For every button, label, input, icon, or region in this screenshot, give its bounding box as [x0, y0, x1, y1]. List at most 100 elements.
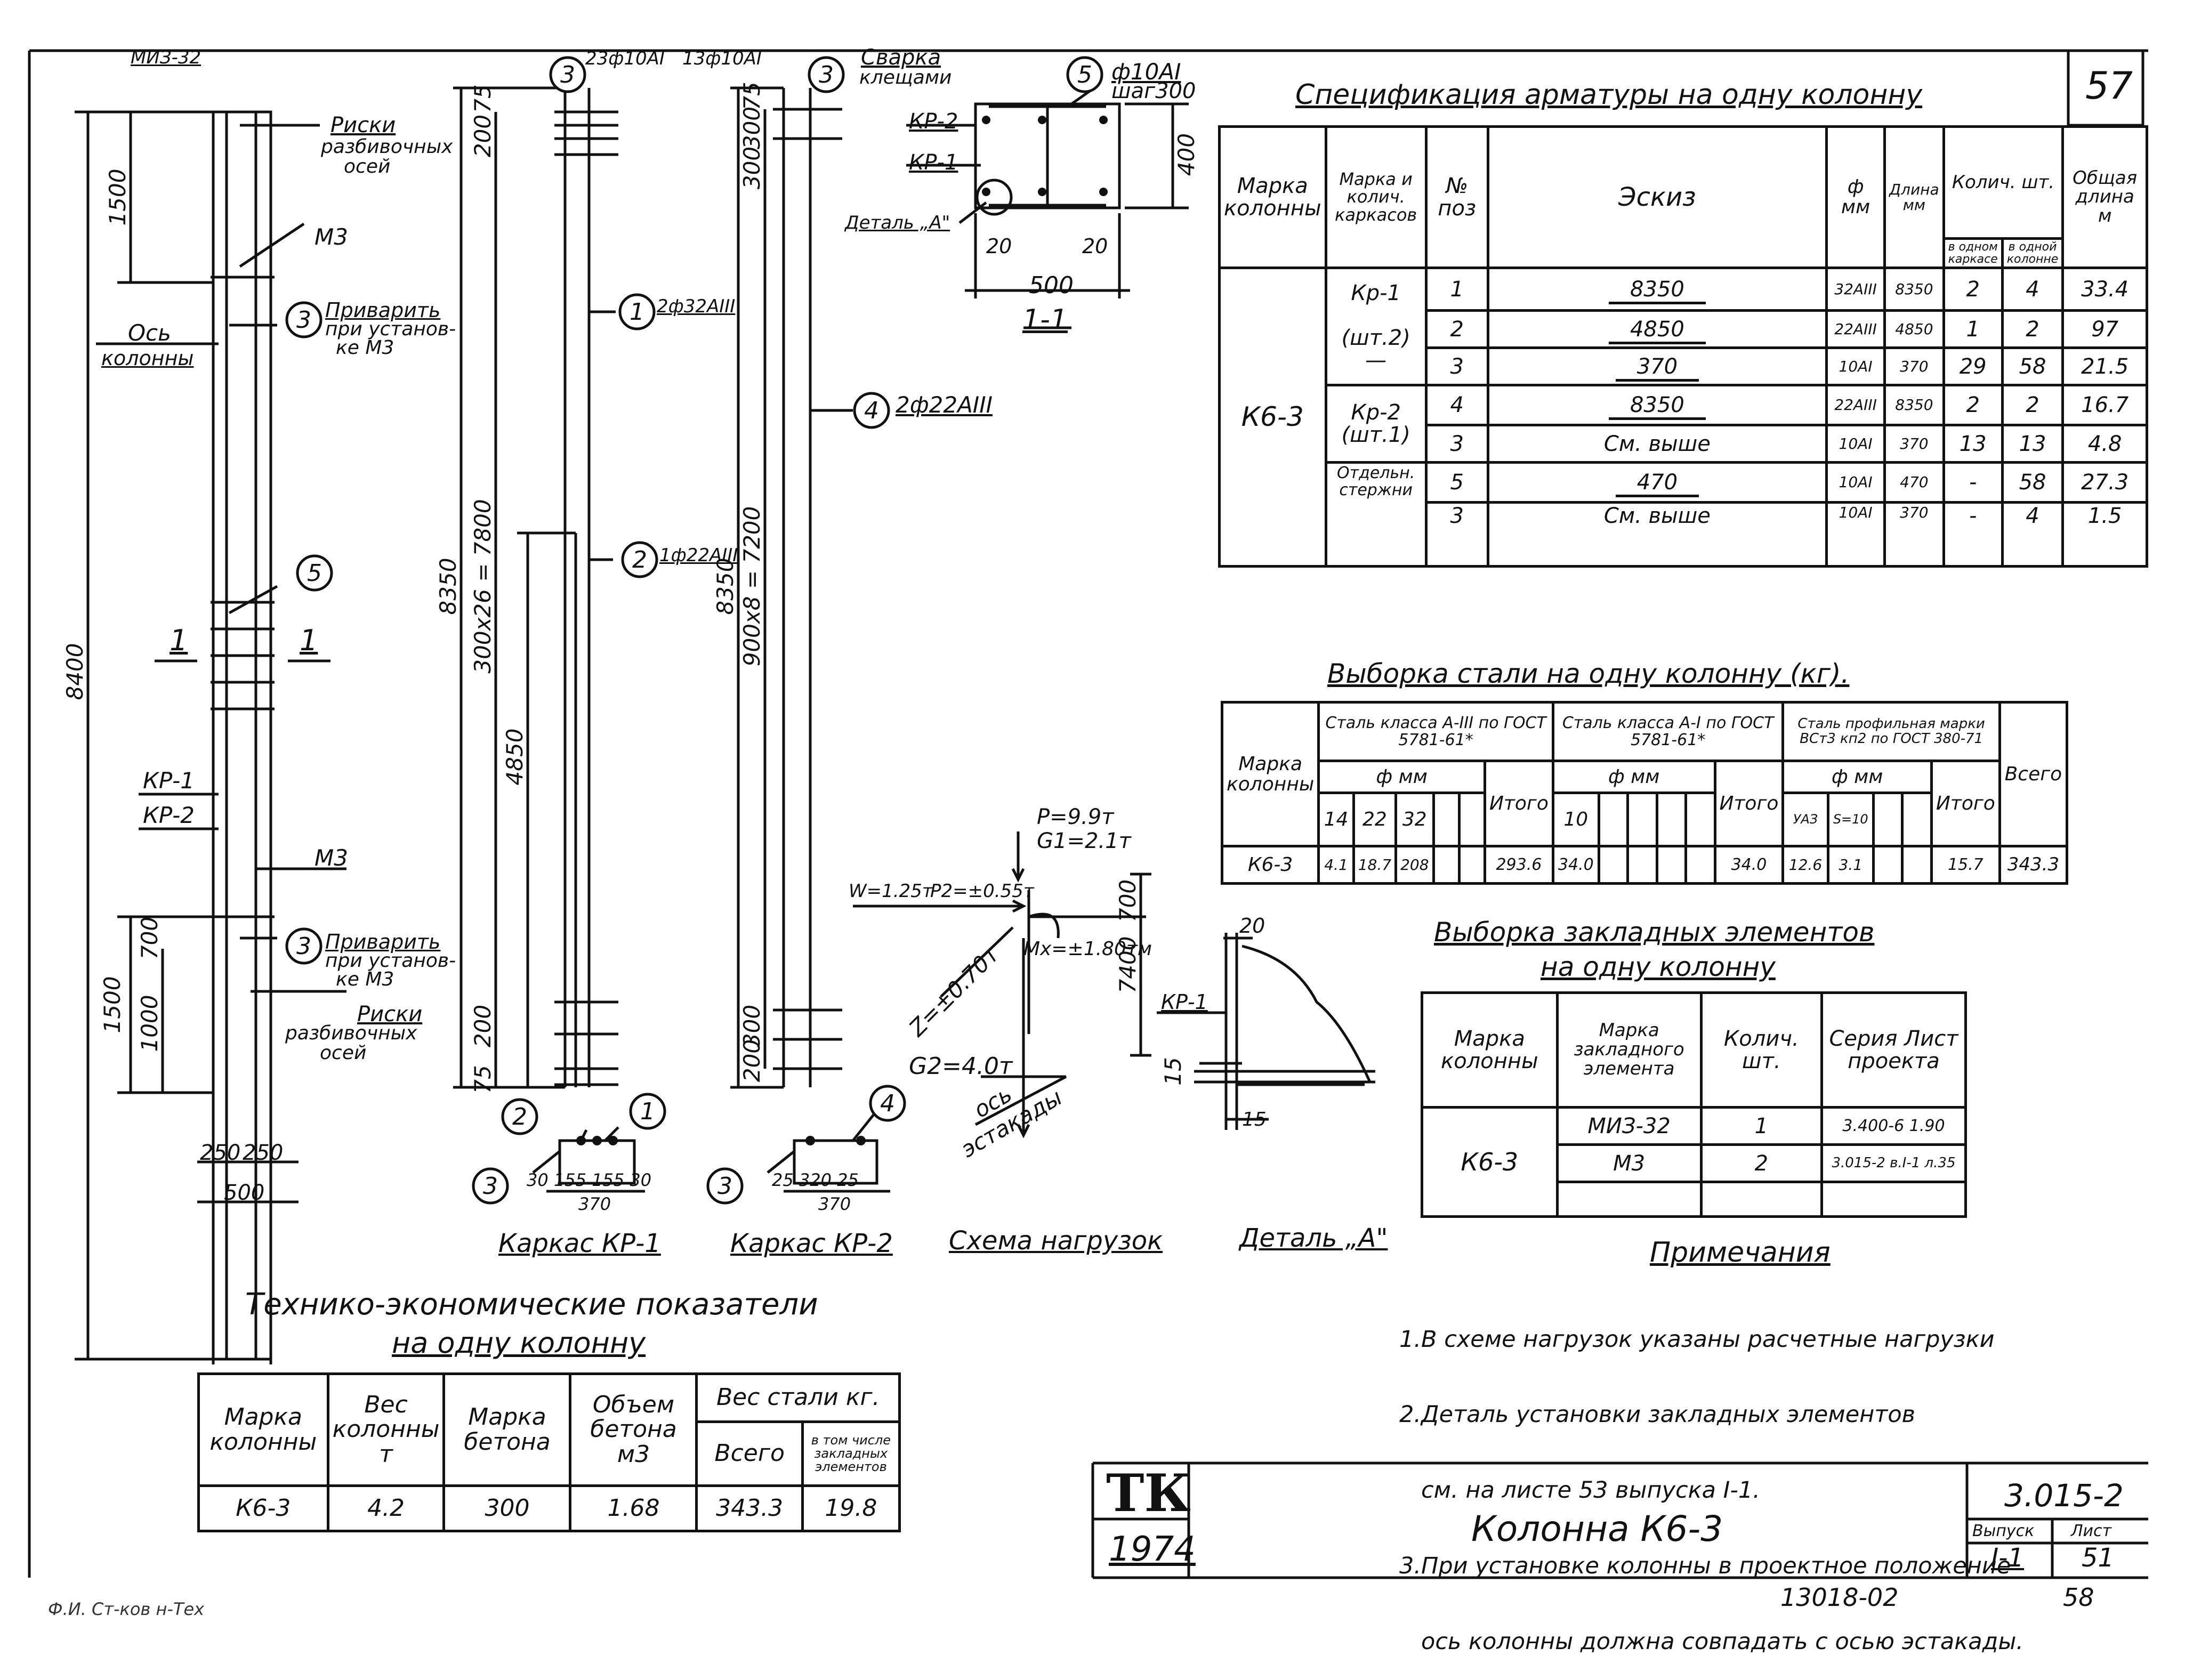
spec-r1-total: 33.4: [2061, 266, 2148, 312]
label-kp1: КР-1: [143, 768, 195, 794]
embedded-title-2: на одну колонну: [1541, 951, 1776, 982]
marker-4: 4: [864, 397, 879, 424]
spec-r3-sketch: 370: [1486, 346, 1828, 387]
sheet-title: Колонна К6-3: [1471, 1508, 1723, 1549]
spec-kr1-name: Кр-1: [1351, 280, 1401, 305]
spec-h-total: Общая длина м: [2061, 125, 2148, 270]
steel-h-fmm-a1: ф мм: [1551, 760, 1716, 794]
note-privarit-bot-2: при установ-: [325, 950, 456, 972]
emb-r2-ref: 3.015-2 в.I-1 л.35: [1820, 1143, 1968, 1183]
spec-h-tot: в одной колонне: [2001, 237, 2065, 270]
marker-3d: 3: [819, 61, 834, 88]
bottom-code: 13018-02: [1780, 1583, 1899, 1612]
steel-v-32: 208: [1394, 845, 1435, 885]
kp1-bar-3-top2: 13ф10АI: [682, 48, 762, 69]
spec-r1-per: 2: [1942, 266, 2004, 312]
load-dim-700: 700: [1115, 879, 1141, 922]
spec-r4-sketch: 8350: [1486, 384, 1828, 427]
note-privarit-top-2: при установ-: [325, 318, 456, 340]
spec-r5-sketch: См. выше: [1486, 424, 1828, 464]
label-m3-top: М3: [315, 224, 348, 250]
kp2-sec-dims: 25 320 25: [772, 1170, 859, 1190]
spec-r7-pos: 3: [1424, 501, 1489, 568]
tech-title-1: Технико-экономические показатели: [245, 1287, 818, 1322]
spec-r6-d: 10АI: [1825, 461, 1886, 504]
bottom-page: 58: [2063, 1583, 2094, 1612]
notes-title: Примечания: [1650, 1237, 1831, 1269]
steel-table: Марка колонны Сталь класса А-III по ГОСТ…: [1220, 701, 2069, 885]
issue-value: I-1: [1991, 1543, 2025, 1573]
tech-v-steel-total: 343.3: [695, 1484, 804, 1532]
spec-kr1-count: (шт.2): [1341, 325, 1410, 350]
spec-group-kr2: Кр-2(шт.1): [1324, 384, 1428, 464]
load-z: Z=±0.70т: [904, 941, 1005, 1042]
load-g2: G2=4.0т: [909, 1053, 1013, 1080]
spec-kr1-extra: —: [1365, 348, 1387, 373]
sec-caption: 1-1: [1022, 304, 1068, 336]
spec-r5-pos: 3: [1424, 424, 1489, 464]
load-caption: Схема нагрузок: [949, 1226, 1163, 1256]
marker-1b: 1: [640, 1098, 655, 1125]
steel-v-14: 4.1: [1317, 845, 1355, 885]
kp1-dim-200-top: 200: [470, 115, 496, 157]
sec-label-kp2: КР-2: [909, 109, 958, 134]
load-g1: G1=2.1т: [1037, 829, 1131, 853]
spec-r6-total: 27.3: [2061, 461, 2148, 504]
steel-h-itogo-a3: Итого: [1483, 760, 1554, 847]
steel-d-a1-e3: [1655, 791, 1688, 847]
marker-3f: 3: [717, 1173, 732, 1200]
tech-v-steel-emb: 19.8: [801, 1484, 901, 1532]
note-riski-bot-2: разбивочных: [285, 1022, 417, 1044]
steel-d-prof-1: УАЗ: [1781, 791, 1829, 847]
emb-r1-mark: МИЗ-32: [1555, 1106, 1703, 1146]
spec-r4-d: 22АIII: [1825, 384, 1886, 427]
steel-v-prof-e2: [1901, 845, 1933, 885]
kp2-bar-4: 2ф22АIII: [896, 392, 993, 418]
spec-r2-pos: 2: [1424, 309, 1489, 350]
spec-r1-len: 8350: [1883, 266, 1945, 312]
tech-h-total: Всего: [695, 1420, 804, 1487]
spec-r3-total: 21.5: [2061, 346, 2148, 387]
detail-dim-15b: 15: [1242, 1109, 1267, 1130]
note-3: 3.При установке колонны в проектное поло…: [1399, 1553, 2011, 1580]
spec-r1-tot: 4: [2001, 266, 2065, 312]
spec-h-per: в одном каркасе: [1942, 237, 2004, 270]
spec-r3-d: 10АI: [1825, 346, 1886, 387]
kp2-dim-75: 75: [739, 82, 765, 110]
tech-h-weight: Вес колонны т: [326, 1372, 446, 1487]
signature: Ф.И. Ст-ков н-Тех: [48, 1599, 205, 1619]
steel-v-a3-e2: [1457, 845, 1486, 885]
steel-h-fmm-a3: ф мм: [1317, 760, 1486, 794]
kp1-dim-spacing: 300х26 = 7800: [470, 499, 496, 673]
tech-h-emb: в том числе закладных элементов: [801, 1420, 901, 1487]
spec-r6-sketch-val: 470: [1615, 470, 1699, 498]
steel-h-a1: Сталь класса А-I по ГОСТ 5781-61*: [1551, 701, 1785, 762]
marker-3e: 3: [483, 1173, 498, 1200]
spec-r7-d: 10АI: [1825, 501, 1886, 568]
spec-r3-per: 29: [1942, 346, 2004, 387]
steel-v-a1-e4: [1684, 845, 1716, 885]
sec-weld-1: Сварка: [861, 45, 941, 70]
spec-r6-per: -: [1942, 461, 2004, 504]
steel-v-a1-e1: [1597, 845, 1630, 885]
dim-1500-top: 1500: [104, 169, 131, 226]
year: 1974: [1109, 1530, 1196, 1569]
steel-d-a1-e2: [1626, 791, 1658, 847]
dim-1000: 1000: [136, 995, 163, 1052]
steel-v-10: 34.0: [1551, 845, 1600, 885]
steel-d-prof-e1: [1872, 791, 1904, 847]
org-mark: ТК: [1106, 1463, 1191, 1523]
tech-v-mark: К6-3: [197, 1484, 329, 1532]
label-m3-bot: М3: [315, 845, 348, 871]
kp1-caption: Каркас КР-1: [498, 1229, 661, 1258]
steel-v-vsego: 343.3: [1998, 845, 2069, 885]
note-privarit-bot-1: Приварить: [325, 930, 441, 954]
series: 3.015-2: [2004, 1477, 2124, 1514]
spec-r6-pos: 5: [1424, 461, 1489, 504]
spec-r6-sketch: 470: [1486, 461, 1828, 504]
tech-h-concrete: Марка бетона: [442, 1372, 572, 1487]
spec-r4-len: 8350: [1883, 384, 1945, 427]
note-privarit-top-3: ке М3: [336, 337, 394, 359]
kp1-dim-200-bot: 200: [470, 1005, 496, 1047]
spec-r5-per: 13: [1942, 424, 2004, 464]
